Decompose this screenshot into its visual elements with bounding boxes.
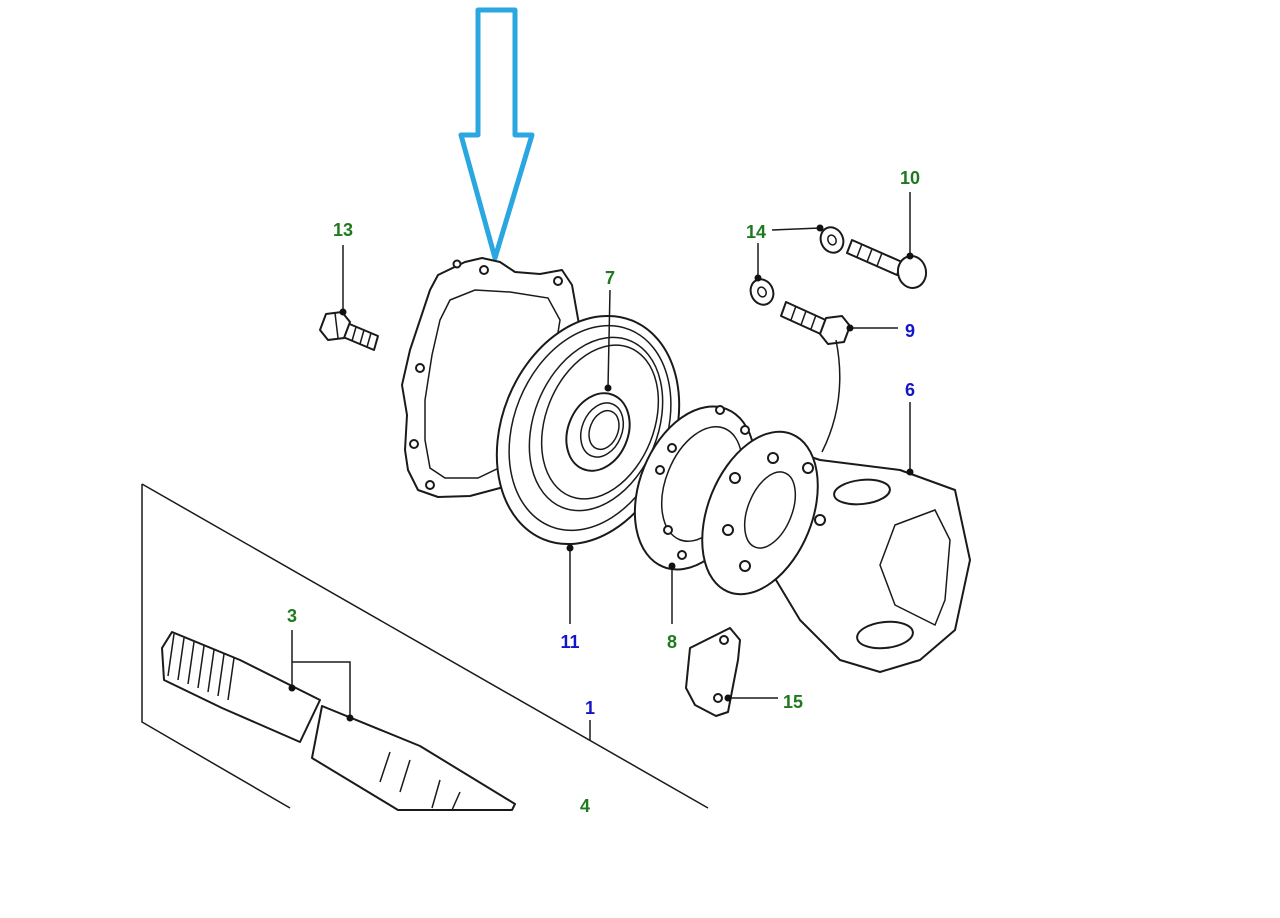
callout-1: 1 [585,698,595,718]
callout-13: 13 [333,220,353,240]
yoke-6 [701,430,971,673]
leader-dots [288,224,914,722]
callout-8: 8 [667,632,677,652]
callout-15: 15 [783,692,803,712]
callout-6: 6 [905,380,915,400]
washer-14-lower [749,278,775,306]
shaft-3 [161,631,516,811]
washer-14-upper [819,226,845,254]
callout-9: 9 [905,321,915,341]
leader-lines [291,192,911,740]
bolt-13 [319,311,379,351]
seal-7 [565,392,631,472]
bolt-9 [780,301,851,345]
callout-4: 4 [580,796,590,816]
plate-15 [685,627,741,717]
bolt-10 [846,239,928,289]
pointer-arrow [458,7,535,261]
callout-10: 10 [900,168,920,188]
shaft-assembly-frame-1 [141,483,709,809]
callout-14: 14 [746,222,766,242]
callout-11: 11 [560,632,579,652]
callout-labels: 13 7 11 8 10 14 9 6 15 1 3 4 [287,168,920,816]
callout-7: 7 [605,268,615,288]
callout-3: 3 [287,606,297,626]
